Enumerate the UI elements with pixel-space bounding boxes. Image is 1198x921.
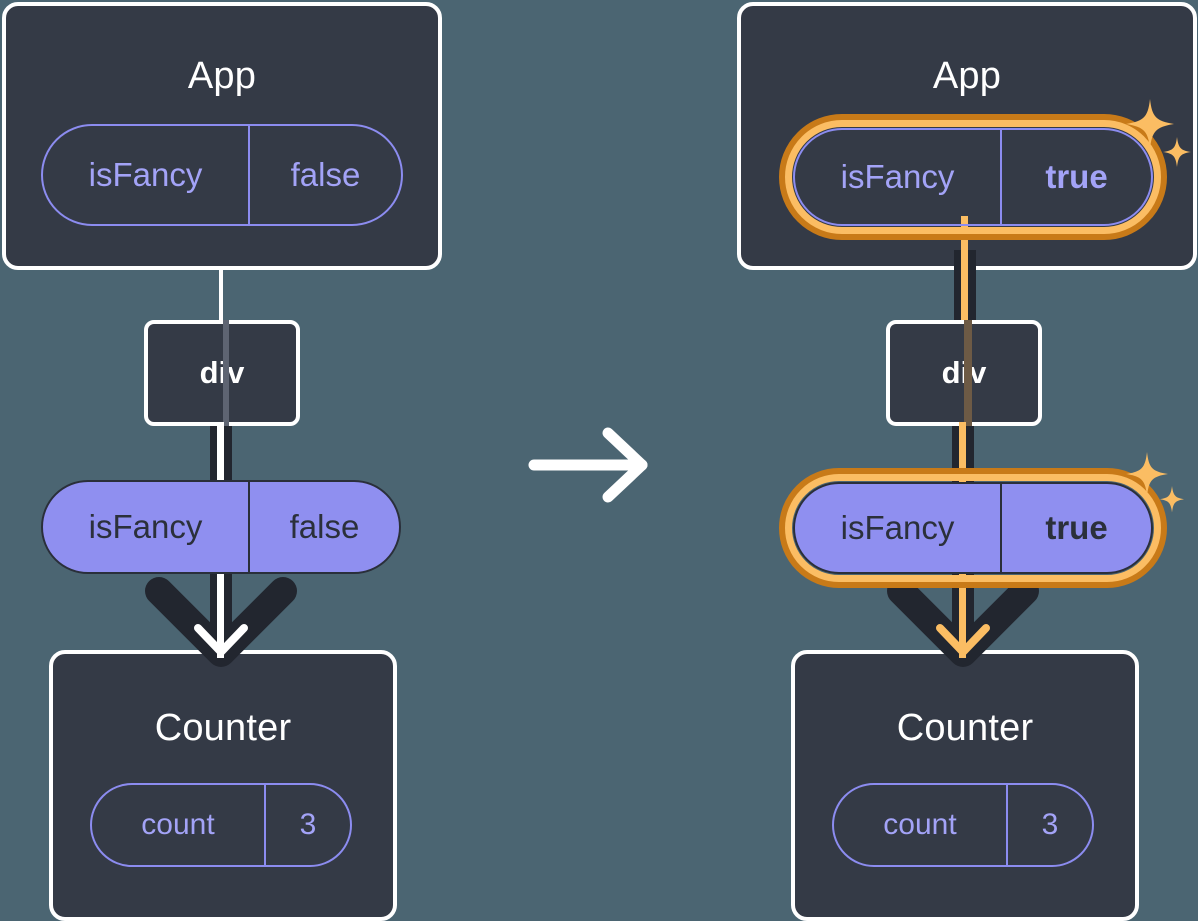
- app-state-pill-key: isFancy: [88, 156, 203, 193]
- prop-pill[interactable]: isFancy false: [41, 480, 401, 574]
- div-element-box-after: div: [886, 320, 1042, 426]
- app-title: App: [187, 55, 257, 97]
- highlight-ring-inner-prop: [785, 474, 1161, 582]
- prop-pill-key: isFancy: [88, 508, 203, 545]
- transition-arrow-right-icon: [524, 425, 664, 505]
- edge-prop-to-counter-inner: [217, 570, 224, 658]
- sparkle-group-app: [1120, 95, 1198, 177]
- counter-state-pill-value-after: 3: [1006, 785, 1092, 865]
- edge-prop-to-counter-inner-after: [959, 570, 966, 658]
- edge-div-to-prop-inner: [217, 422, 224, 486]
- div-element-box: div: [144, 320, 300, 426]
- counter-state-pill-key: count: [141, 808, 215, 841]
- edge-through-div-after: [964, 320, 972, 426]
- counter-state-pill-value: 3: [264, 785, 350, 865]
- app-state-pill[interactable]: isFancy false: [41, 124, 403, 226]
- counter-state-pill[interactable]: count 3: [90, 783, 352, 867]
- counter-state-pill-after[interactable]: count 3: [832, 783, 1094, 867]
- prop-pill-value: false: [248, 482, 399, 572]
- div-title-after: div: [942, 356, 987, 390]
- prop-pill-highlight-ring: [779, 468, 1167, 588]
- edge-through-div: [223, 320, 229, 426]
- div-title: div: [199, 355, 245, 390]
- edge-app-to-div: [219, 266, 223, 326]
- app-title-after: App: [932, 55, 1002, 97]
- sparkle-group-prop: [1120, 448, 1192, 522]
- arrow-head-orange-icon: [932, 612, 994, 668]
- arrow-head-white-icon: [190, 612, 252, 668]
- app-state-pill-value: false: [248, 126, 401, 224]
- counter-title: Counter: [154, 707, 292, 749]
- counter-title-after: Counter: [896, 707, 1034, 749]
- panel-after: App isFancy true div: [735, 0, 1198, 921]
- app-state-pill-highlight-ring: [779, 114, 1167, 240]
- edge-app-to-div-after: [961, 216, 968, 328]
- highlight-ring-inner: [785, 120, 1161, 234]
- edge-div-to-prop-inner-after: [959, 422, 966, 486]
- panel-before: App isFancy false div isFancy false: [0, 0, 463, 921]
- highlight-ring-outer: [779, 114, 1167, 240]
- counter-state-pill-key-after: count: [883, 808, 957, 841]
- highlight-ring-outer-prop: [779, 468, 1167, 588]
